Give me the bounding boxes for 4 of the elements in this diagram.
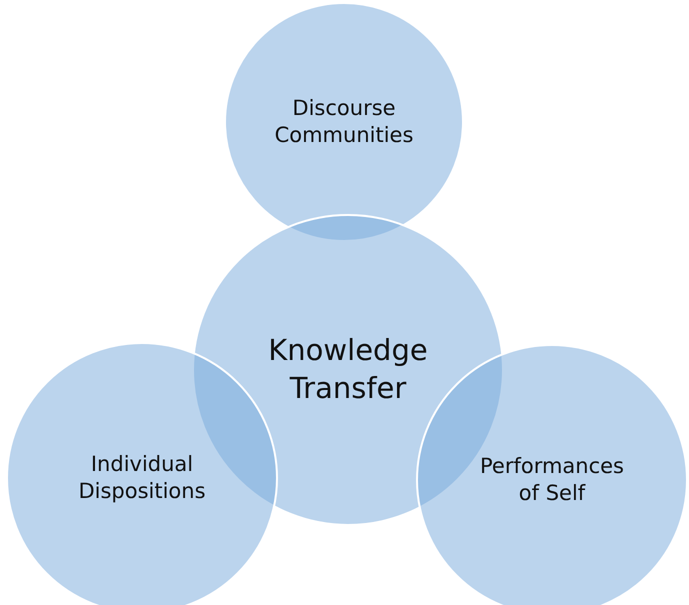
circle-label: Individual Dispositions (77, 450, 207, 505)
circle-label: Performances of Self (478, 452, 626, 507)
circle-label: Knowledge Transfer (267, 332, 429, 407)
circle-label: Discourse Communities (274, 94, 414, 149)
